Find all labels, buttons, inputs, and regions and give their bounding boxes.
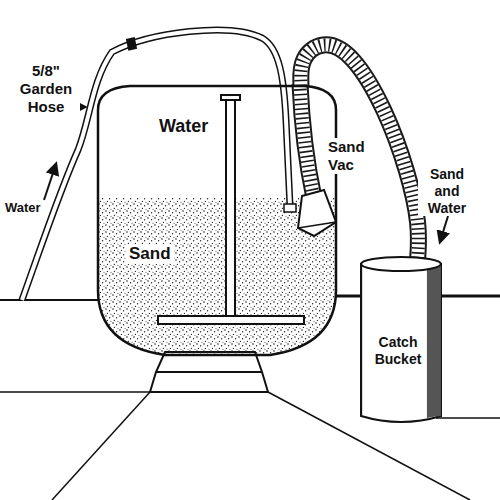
water-region: Water (156, 116, 211, 138)
tank-wall (98, 86, 336, 355)
sand-region: Sand (126, 244, 174, 264)
tank-outline (98, 86, 336, 356)
filter-tank: WaterSand (98, 86, 336, 356)
bucket-label: Catch Bucket (360, 334, 436, 368)
tank-pedestal (150, 352, 268, 392)
vac-hose-inner (300, 84, 314, 198)
hose-label: 5/8" Garden Hose (12, 62, 80, 116)
bucket-rim (361, 257, 441, 271)
catch-bucket: Catch Bucket (360, 256, 442, 424)
flow-label: Sand and Water (418, 166, 476, 216)
part-label: Sand Vac (325, 138, 377, 174)
bucket-shade (427, 264, 441, 418)
hose-ridges (301, 45, 419, 262)
vac-hose (301, 45, 419, 262)
vac-head (298, 190, 336, 236)
vac-head-lip (298, 222, 336, 228)
hose-core (301, 45, 419, 262)
flow-label: Water (2, 200, 44, 216)
hose-wall (301, 45, 419, 262)
